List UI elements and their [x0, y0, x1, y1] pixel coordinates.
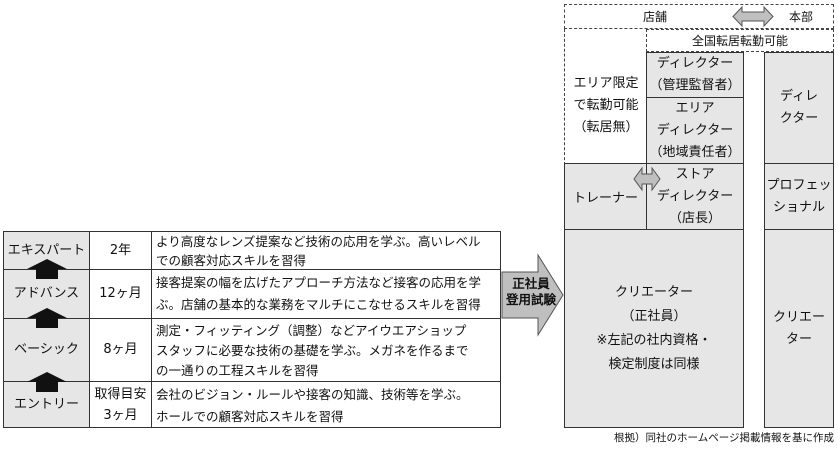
box-line: ディレクター [656, 56, 734, 71]
desc-line: での顧客対応スキルを習得 [156, 253, 307, 268]
up-arrow-icon [27, 259, 67, 279]
hq-professional-box: プロフェッ ショナル [764, 163, 834, 230]
area-line: で転勤可能 [573, 98, 639, 113]
director-manager-box: ディレクター （管理監督者） [646, 52, 744, 98]
box-line: ストア [675, 166, 715, 182]
store-director-box: ストア ディレクター （店長） [646, 163, 744, 230]
area-line: エリア限定 [573, 76, 639, 91]
box-line: ディレ [779, 89, 819, 104]
area-director-box: エリア ディレクター （地域責任者） [646, 97, 744, 164]
up-arrow-icon [27, 308, 67, 328]
header-hq: 本部 [788, 10, 813, 24]
up-arrow-icon [27, 372, 67, 392]
box-line: ショナル [772, 199, 825, 215]
box-line: （管理監督者） [649, 78, 741, 93]
level-entry-label: エントリー [3, 381, 90, 428]
box-line: （地域責任者） [649, 144, 741, 160]
hq-director-box: ディレ クター [764, 52, 834, 164]
box-line: クリエー [772, 309, 825, 325]
desc-line: 接客提案の幅を広げたアプローチ方法など接客の応用を学 [156, 275, 482, 290]
double-arrow-icon [633, 166, 661, 192]
exam-arrow-shape [501, 253, 564, 337]
box-line: ディレクター [656, 122, 734, 138]
area-line: （転居無） [573, 120, 639, 135]
header-row [564, 4, 834, 29]
hq-creator-box: クリエー ター [764, 229, 834, 428]
period-line: 3ヶ月 [103, 407, 138, 423]
footnote: 根拠）同社のホームページ掲載情報を基に作成 [614, 432, 834, 444]
box-line: クター [779, 111, 819, 126]
level-entry-period: 取得目安 3ヶ月 [89, 381, 152, 428]
box-line: エリア [675, 100, 715, 116]
area-limited-label: エリア限定 で転勤可能 （転居無） [566, 56, 646, 156]
nationwide-row: 全国転居転勤可能 [646, 29, 834, 52]
desc-line: ホールでの顧客対応スキルを習得 [156, 409, 344, 424]
box-line: 検定制度は同様 [608, 356, 700, 372]
box-line: プロフェッ [766, 177, 832, 193]
desc-line: ぶ。店舗の基本的な業務をマルチにこなせるスキルを習得 [156, 297, 481, 312]
creator-store-box: クリエーター （正社員） ※左記の社内資格・ 検定制度は同様 [564, 229, 744, 428]
box-line: （正社員） [621, 308, 687, 324]
exam-label-line: 正社員 [512, 276, 550, 291]
level-expert-period: 2年 [89, 231, 152, 270]
level-advance-period: 12ヶ月 [89, 269, 152, 319]
box-line: ディレクター [656, 188, 734, 204]
period-line: 取得目安 [94, 386, 147, 402]
desc-line: の一通りの工程スキルを習得 [156, 363, 319, 378]
desc-line: より高度なレンズ提案など技術の応用を学ぶ。高いレベル [156, 234, 481, 249]
exam-arrow-label: 正社員 登用試験 [501, 276, 561, 308]
header-store: 店舗 [642, 10, 667, 24]
level-basic-desc: 測定・フィッティング（調整）などアイウエアショップ スタッフに必要な技術の基礎を… [151, 318, 501, 382]
box-line: ター [785, 331, 812, 347]
desc-line: 測定・フィッティング（調整）などアイウエアショップ [156, 323, 467, 338]
box-line: クリエーター [614, 284, 693, 300]
level-basic-period: 8ヶ月 [89, 318, 152, 382]
box-line: （店長） [668, 210, 721, 226]
level-entry-desc: 会社のビジョン・ルールや接客の知識、技術等を学ぶ。 ホールでの顧客対応スキルを習… [151, 381, 501, 428]
box-line: ※左記の社内資格・ [596, 332, 712, 348]
level-advance-desc: 接客提案の幅を広げたアプローチ方法など接客の応用を学 ぶ。店舗の基本的な業務をマ… [151, 269, 501, 319]
double-arrow-icon [732, 5, 774, 28]
desc-line: スタッフに必要な技術の基礎を学ぶ。メガネを作るまで [156, 343, 469, 358]
exam-label-line: 登用試験 [505, 292, 556, 307]
desc-line: 会社のビジョン・ルールや接客の知識、技術等を学ぶ。 [156, 387, 469, 402]
level-expert-desc: より高度なレンズ提案など技術の応用を学ぶ。高いレベル での顧客対応スキルを習得 [151, 231, 501, 270]
trainer-box: トレーナー [564, 163, 647, 230]
store-dashed-border [564, 29, 565, 165]
